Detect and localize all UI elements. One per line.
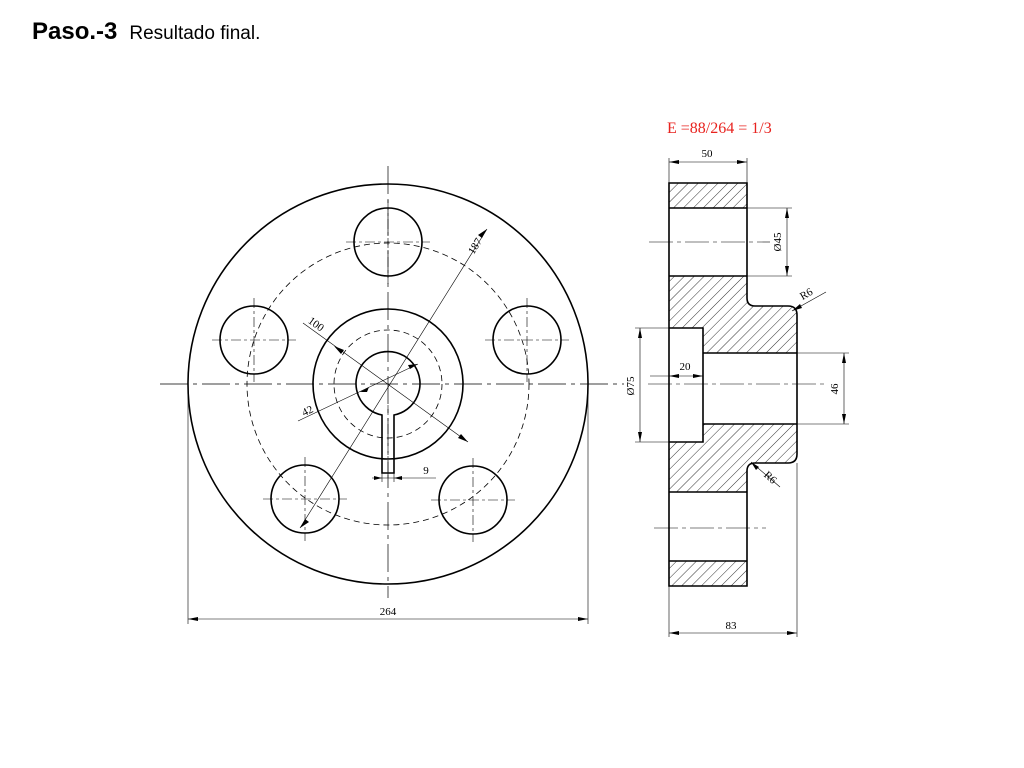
fillet-top-label: R6 — [798, 286, 816, 303]
keyway-label: 9 — [423, 465, 429, 477]
hatch-flange-bottom — [669, 561, 747, 586]
total-length-label: 83 — [726, 620, 738, 632]
step-label: Paso.-3 — [32, 18, 118, 45]
section-outline — [668, 182, 798, 587]
hatch-body-upper — [669, 276, 797, 353]
section-view — [635, 158, 849, 637]
scale-note: E =88/264 = 1/3 — [667, 120, 772, 137]
hub-dim-line — [302, 322, 469, 443]
step-description: Resultado final. — [129, 23, 261, 44]
hatch-flange-top — [669, 183, 747, 208]
bore-height-label: 46 — [829, 383, 841, 395]
bore-dim-line — [297, 363, 419, 422]
bore-label: 42 — [300, 404, 315, 420]
counterbore-outline — [669, 327, 704, 443]
counterbore-depth-label: 20 — [680, 361, 692, 373]
page-title: Paso.-3 Resultado final. — [32, 18, 260, 46]
counterbore-diameter-label: Ø75 — [625, 376, 637, 395]
bolt-circle-label: 187 — [466, 236, 485, 257]
hatch-body-lower — [669, 424, 797, 492]
bore-with-keyway — [355, 350, 421, 474]
hub-diameter-label: 100 — [306, 315, 327, 335]
hole-diameter-label: Ø45 — [772, 232, 784, 251]
front-view — [160, 166, 624, 624]
bolt-circle-dim-line — [299, 228, 488, 529]
section-centerlines — [648, 241, 824, 529]
outer-circle — [187, 183, 589, 585]
flange-thickness-label: 50 — [702, 148, 714, 160]
outer-diameter-label: 264 — [380, 606, 397, 618]
bolt-hole-centerlines — [212, 200, 569, 542]
